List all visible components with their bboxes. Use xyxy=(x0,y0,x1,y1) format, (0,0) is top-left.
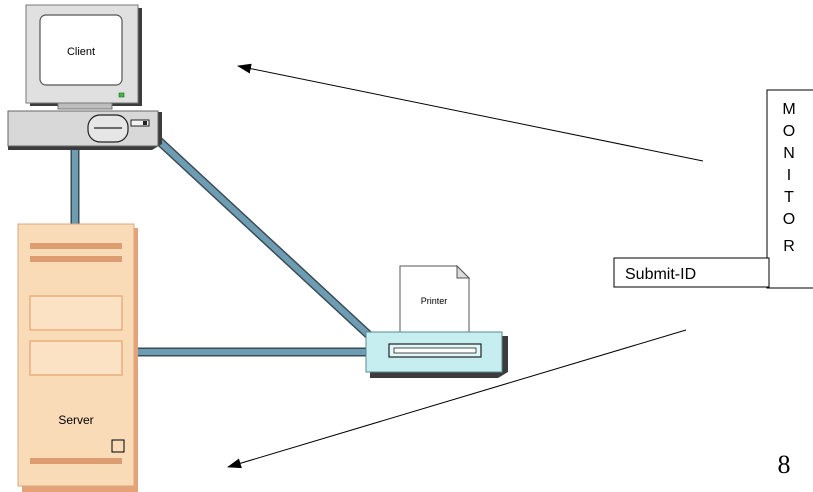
printer-label: Printer xyxy=(421,296,448,306)
monitor-letter: R xyxy=(783,238,795,255)
submit-id-label: Submit-ID xyxy=(625,266,696,283)
monitor-letter: O xyxy=(783,211,795,228)
monitor-letter: M xyxy=(782,101,795,118)
client-label: Client xyxy=(67,46,95,58)
monitor-letter: T xyxy=(784,189,794,206)
printer-paper-icon xyxy=(399,265,470,334)
server-power-button-icon xyxy=(111,439,125,453)
server-tower: Server xyxy=(17,223,138,492)
power-led-icon xyxy=(118,92,125,98)
network-cables xyxy=(70,136,376,357)
monitor-box: M O N I T O R xyxy=(766,89,813,289)
submit-id-box: Submit-ID xyxy=(613,257,770,288)
monitor-letter: O xyxy=(783,123,795,140)
client-computer: Client xyxy=(7,4,162,150)
printer: Printer xyxy=(365,264,508,378)
monitor-letter: N xyxy=(783,145,795,162)
server-label: Server xyxy=(58,413,93,427)
arrow-monitor-to-client xyxy=(237,63,704,162)
page-number: 8 xyxy=(778,450,791,479)
arrow-monitor-to-server xyxy=(227,329,687,469)
server-drive-bay xyxy=(29,340,123,376)
monitor-letter: I xyxy=(787,167,791,184)
server-drive-bay xyxy=(29,295,123,331)
